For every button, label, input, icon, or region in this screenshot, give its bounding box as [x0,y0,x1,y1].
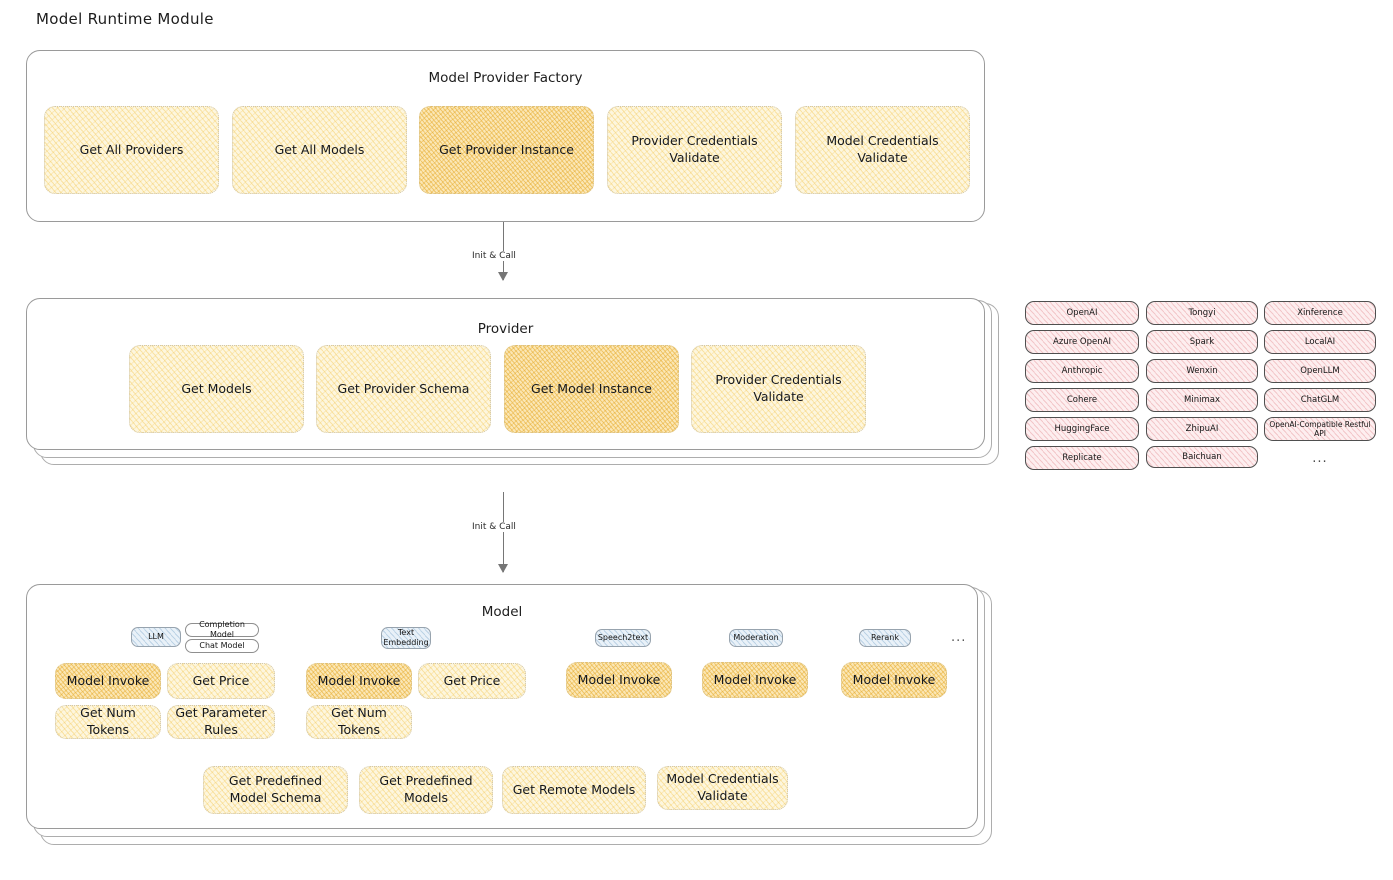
card-speech2text-model-invoke[interactable]: Model Invoke [566,662,672,698]
card-get-all-providers[interactable]: Get All Providers [44,106,219,194]
card-text-embedding-get-price[interactable]: Get Price [418,663,526,699]
chip-provider-localai[interactable]: LocalAI [1264,330,1376,354]
card-moderation-model-invoke[interactable]: Model Invoke [702,662,808,698]
card-get-predefined-model-schema[interactable]: Get Predefined Model Schema [203,766,348,814]
chip-provider-huggingface[interactable]: HuggingFace [1025,417,1139,441]
chip-provider-anthropic[interactable]: Anthropic [1025,359,1139,383]
card-llm-get-num-tokens[interactable]: Get Num Tokens [55,705,161,739]
card-get-models[interactable]: Get Models [129,345,304,433]
card-model-credentials-validate-3[interactable]: Model Credentials Validate [657,766,788,810]
card-model-credentials-validate[interactable]: Model Credentials Validate [795,106,970,194]
badge-model-type-text-embedding[interactable]: Text Embedding [381,627,431,649]
card-text-embedding-model-invoke[interactable]: Model Invoke [306,663,412,699]
card-llm-model-invoke[interactable]: Model Invoke [55,663,161,699]
card-llm-get-parameter-rules[interactable]: Get Parameter Rules [167,705,275,739]
chip-provider-azure-openai[interactable]: Azure OpenAI [1025,330,1139,354]
chip-provider-minimax[interactable]: Minimax [1146,388,1258,412]
chip-provider-xinference[interactable]: Xinference [1264,301,1376,325]
chip-provider-zhipuai[interactable]: ZhipuAI [1146,417,1258,441]
chip-provider-replicate[interactable]: Replicate [1025,446,1139,470]
badge-model-type-llm[interactable]: LLM [131,627,181,647]
chip-provider-baichuan[interactable]: Baichuan [1146,446,1258,468]
provider-list-ellipsis: ... [1312,450,1328,466]
badge-model-type-moderation[interactable]: Moderation [729,629,783,647]
panel-title-provider: Provider [477,321,534,337]
chip-provider-openllm[interactable]: OpenLLM [1264,359,1376,383]
card-rerank-model-invoke[interactable]: Model Invoke [841,662,947,698]
badge-llm-completion-model[interactable]: Completion Model [185,620,259,639]
card-text-embedding-get-num-tokens[interactable]: Get Num Tokens [306,705,412,739]
card-get-provider-schema[interactable]: Get Provider Schema [316,345,491,433]
arrow-provider-to-model-head [498,564,508,573]
panel-title-model-provider-factory: Model Provider Factory [428,70,583,86]
card-provider-credentials-validate[interactable]: Provider Credentials Validate [607,106,782,194]
arrow-label-init-call-1: Init & Call [468,251,520,261]
chip-provider-spark[interactable]: Spark [1146,330,1258,354]
card-get-provider-instance[interactable]: Get Provider Instance [419,106,594,194]
card-get-predefined-models[interactable]: Get Predefined Models [359,766,493,814]
chip-provider-openai[interactable]: OpenAI [1025,301,1139,325]
chip-provider-tongyi[interactable]: Tongyi [1146,301,1258,325]
panel-title-model: Model [481,604,523,620]
arrow-label-init-call-2: Init & Call [468,522,520,532]
card-get-remote-models[interactable]: Get Remote Models [502,766,646,814]
badge-model-type-rerank[interactable]: Rerank [859,629,911,647]
chip-provider-wenxin[interactable]: Wenxin [1146,359,1258,383]
chip-provider-cohere[interactable]: Cohere [1025,388,1139,412]
card-llm-get-price[interactable]: Get Price [167,663,275,699]
card-get-model-instance[interactable]: Get Model Instance [504,345,679,433]
page-title: Model Runtime Module [36,10,214,28]
model-types-ellipsis: ... [951,630,967,645]
card-get-all-models[interactable]: Get All Models [232,106,407,194]
badge-model-type-speech2text[interactable]: Speech2text [595,629,651,647]
arrow-factory-to-provider-head [498,272,508,281]
card-provider-credentials-validate-2[interactable]: Provider Credentials Validate [691,345,866,433]
badge-llm-chat-model[interactable]: Chat Model [185,639,259,653]
arrow-provider-to-model [503,492,504,572]
chip-provider-openai-compatible-restful-api[interactable]: OpenAI-Compatible Restful API [1264,417,1376,441]
chip-provider-chatglm[interactable]: ChatGLM [1264,388,1376,412]
